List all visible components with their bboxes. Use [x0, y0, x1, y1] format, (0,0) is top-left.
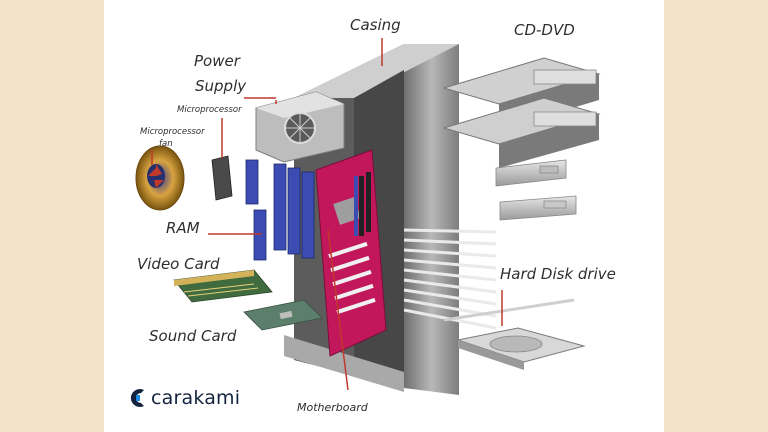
microprocessor — [211, 155, 233, 201]
ram-modules — [245, 159, 315, 261]
label-hard-disk-drive: Hard Disk drive — [500, 265, 616, 283]
power-supply — [255, 91, 345, 163]
motherboard — [315, 149, 387, 357]
label-power: Power — [194, 52, 240, 70]
label-microprocessor-fan-line2: fan — [159, 139, 173, 149]
label-cd-dvd: CD-DVD — [514, 21, 575, 39]
label-motherboard: Motherboard — [297, 401, 368, 414]
leader-lines — [151, 38, 503, 391]
video-card — [173, 269, 273, 303]
diagram-panel: Casing CD-DVD Power Supply Microprocesso… — [104, 0, 664, 432]
drive-bay-covers — [495, 159, 577, 221]
label-sound-card: Sound Card — [149, 327, 237, 345]
label-supply: Supply — [195, 77, 247, 95]
hard-disk-drive — [443, 298, 586, 370]
computer-internals-illustration — [135, 38, 601, 395]
sound-card — [243, 299, 323, 331]
carakami-logo-icon — [130, 389, 144, 407]
label-microprocessor-fan-line1: Microprocessor — [140, 127, 205, 137]
brand-name: carakami — [151, 387, 241, 409]
label-microprocessor: Microprocessor — [177, 105, 242, 115]
label-video-card: Video Card — [137, 255, 220, 273]
microprocessor-fan — [135, 145, 185, 211]
label-casing: Casing — [350, 16, 401, 34]
cd-dvd-drives — [442, 57, 601, 168]
label-ram: RAM — [166, 219, 200, 237]
brand-logo: carakami — [126, 386, 240, 410]
